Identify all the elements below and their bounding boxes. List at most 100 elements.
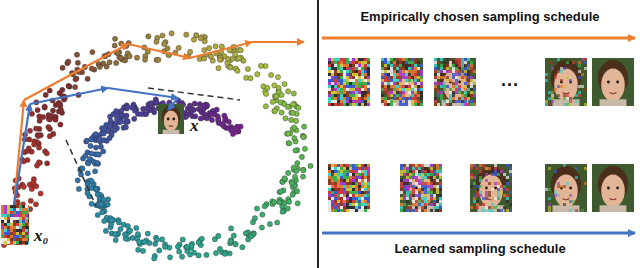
noise-pixel bbox=[551, 61, 554, 64]
noise-pixel bbox=[16, 220, 19, 223]
noise-pixel bbox=[387, 94, 390, 97]
noise-pixel bbox=[409, 173, 412, 176]
noise-pixel bbox=[408, 85, 411, 88]
noise-pixel bbox=[349, 176, 352, 179]
noise-pixel bbox=[411, 70, 414, 73]
noise-pixel bbox=[405, 58, 408, 61]
dashed-line bbox=[148, 88, 240, 100]
noise-pixel bbox=[427, 185, 430, 188]
noise-pixel bbox=[328, 70, 331, 73]
scatter-dot bbox=[127, 228, 132, 233]
noise-pixel bbox=[396, 85, 399, 88]
noise-pixel bbox=[367, 70, 370, 73]
noise-pixel bbox=[449, 67, 452, 70]
noise-pixel bbox=[581, 70, 584, 73]
hair bbox=[406, 166, 436, 202]
scatter-dot bbox=[238, 48, 243, 53]
noise-pixel bbox=[4, 226, 7, 229]
noise-pixel bbox=[439, 167, 442, 170]
noise-pixel bbox=[421, 185, 424, 188]
scatter-dot bbox=[187, 103, 192, 108]
noise-pixel bbox=[405, 103, 408, 106]
noise-pixel bbox=[491, 170, 494, 173]
noise-pixel bbox=[479, 170, 482, 173]
noise-pixel bbox=[361, 82, 364, 85]
noise-pixel bbox=[440, 70, 443, 73]
noise-pixel bbox=[361, 64, 364, 67]
noise-pixel bbox=[1, 238, 4, 241]
noise-pixel bbox=[337, 203, 340, 206]
scatter-dot bbox=[123, 125, 128, 130]
scatter-dot bbox=[134, 225, 139, 230]
scatter-dot bbox=[169, 31, 174, 36]
noise-pixel bbox=[418, 200, 421, 203]
noise-pixel bbox=[415, 164, 418, 167]
noise-pixel bbox=[408, 61, 411, 64]
noise-pixel bbox=[331, 182, 334, 185]
scatter-dot bbox=[37, 114, 42, 119]
noise-pixel bbox=[337, 200, 340, 203]
noise-pixel bbox=[328, 82, 331, 85]
noise-pixel bbox=[479, 176, 482, 179]
noise-pixel bbox=[402, 85, 405, 88]
noise-pixel bbox=[479, 194, 482, 197]
noise-pixel bbox=[406, 170, 409, 173]
noise-pixel bbox=[581, 58, 584, 61]
noise-pixel bbox=[346, 100, 349, 103]
noise-pixel bbox=[28, 241, 29, 244]
noise-pixel bbox=[337, 94, 340, 97]
noise-pixel bbox=[473, 79, 476, 82]
noise-pixel bbox=[387, 70, 390, 73]
noise-pixel bbox=[13, 208, 16, 211]
noise-pixel bbox=[349, 64, 352, 67]
noise-pixel bbox=[584, 61, 587, 64]
noise-pixel bbox=[455, 88, 458, 91]
scatter-dot bbox=[152, 110, 157, 115]
scatter-dot bbox=[301, 167, 306, 172]
noise-pixel bbox=[343, 58, 346, 61]
noise-pixel bbox=[13, 238, 16, 241]
dashed-line bbox=[66, 140, 96, 206]
noise-pixel bbox=[418, 179, 421, 182]
noise-pixel bbox=[399, 82, 402, 85]
noise-pixel bbox=[503, 206, 506, 209]
noise-pixel bbox=[343, 164, 346, 167]
mouth bbox=[563, 93, 570, 94]
noise-pixel bbox=[488, 209, 491, 212]
face bbox=[479, 175, 503, 208]
noise-pixel bbox=[334, 170, 337, 173]
noise-pixel bbox=[22, 232, 25, 235]
noise-pixel bbox=[461, 97, 464, 100]
scatter-dot bbox=[73, 85, 78, 90]
noise-pixel bbox=[355, 203, 358, 206]
noise-pixel bbox=[470, 185, 473, 188]
noise-pixel bbox=[436, 185, 439, 188]
scatter-dot bbox=[140, 248, 145, 253]
noise-pixel bbox=[473, 164, 476, 167]
scatter-dot bbox=[292, 125, 297, 130]
noise-pixel bbox=[399, 61, 402, 64]
noise-pixel bbox=[364, 97, 367, 100]
noise-pixel bbox=[337, 61, 340, 64]
noise-pixel bbox=[343, 61, 346, 64]
noise-pixel bbox=[387, 67, 390, 70]
scatter-dot bbox=[216, 66, 221, 71]
noise-pixel bbox=[352, 197, 355, 200]
noise-pixel bbox=[22, 223, 25, 226]
noise-pixel bbox=[406, 188, 409, 191]
noise-pixel bbox=[458, 100, 461, 103]
noise-pixel bbox=[334, 200, 337, 203]
noise-pixel bbox=[22, 229, 25, 232]
noise-pixel bbox=[28, 214, 29, 217]
noise-pixel bbox=[566, 103, 569, 106]
scatter-dot bbox=[302, 146, 307, 151]
noise-pixel bbox=[346, 58, 349, 61]
noise-pixel bbox=[421, 176, 424, 179]
noise-pixel bbox=[396, 64, 399, 67]
noise-pixel bbox=[396, 94, 399, 97]
noise-pixel bbox=[551, 97, 554, 100]
noise-pixel bbox=[509, 191, 512, 194]
scatter-dot bbox=[89, 185, 94, 190]
noise-pixel bbox=[414, 64, 417, 67]
noise-pixel bbox=[414, 97, 417, 100]
